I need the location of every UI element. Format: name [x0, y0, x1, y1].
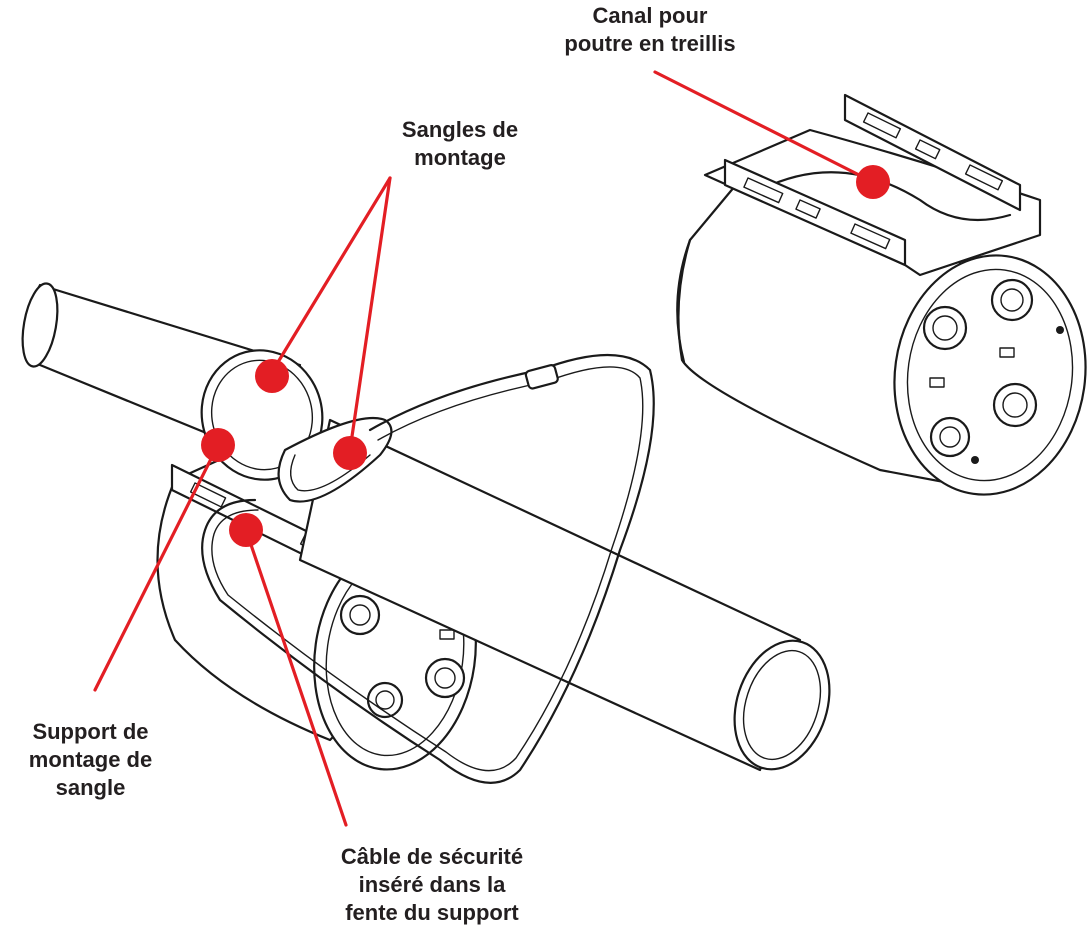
- fixture-standalone: [676, 93, 1087, 496]
- label-line: poutre en treillis: [564, 31, 736, 56]
- callout-dot-strap-bracket: [201, 428, 235, 462]
- label-line: montage: [414, 145, 506, 170]
- leader-strap-left: [270, 176, 392, 374]
- fixture-mounted: [21, 282, 831, 784]
- label-line: inséré dans la: [358, 872, 506, 897]
- label-line: Support de: [32, 719, 149, 744]
- label-line: montage de: [28, 747, 153, 772]
- label-safety-cable: Câble de sécurité inséré dans la fente d…: [302, 843, 562, 927]
- leader-safety-cable: [244, 528, 348, 827]
- callout-dot-truss-channel: [856, 165, 890, 199]
- label-mounting-straps: Sangles de montage: [370, 116, 550, 172]
- callout-dot-strap-right: [333, 436, 367, 470]
- label-line: Câble de sécurité: [340, 844, 524, 869]
- label-line: fente du support: [345, 900, 519, 925]
- callout-dot-safety-cable: [229, 513, 263, 547]
- label-strap-bracket: Support de montage de sangle: [8, 718, 173, 802]
- callout-dot-strap-left: [255, 359, 289, 393]
- label-line: Sangles de: [401, 117, 519, 142]
- label-truss-channel: Canal pour poutre en treillis: [535, 2, 765, 58]
- callout-leaders: [93, 70, 875, 827]
- label-line: sangle: [55, 775, 126, 800]
- callout-dots: [201, 165, 890, 547]
- leader-truss-channel: [653, 70, 875, 184]
- leader-strap-right: [348, 176, 392, 452]
- label-line: Canal pour: [592, 3, 708, 28]
- leader-strap-bracket: [93, 443, 220, 692]
